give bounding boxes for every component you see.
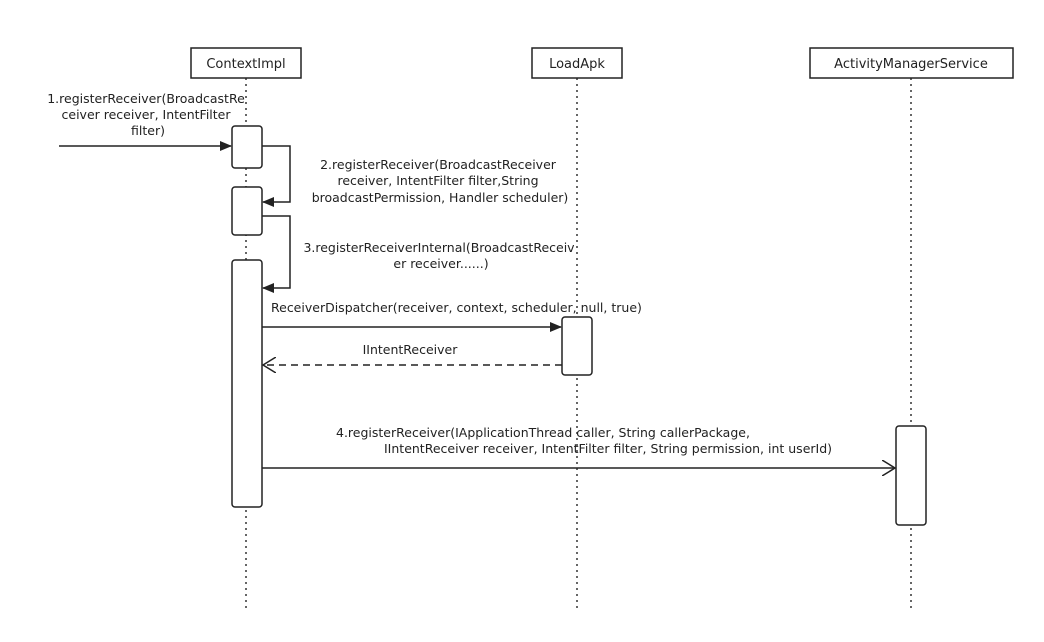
message-label-2-line-3: broadcastPermission, Handler scheduler) xyxy=(312,190,569,205)
message-label-4: ReceiverDispatcher(receiver, context, sc… xyxy=(271,300,642,315)
message-label-3-line-2: er receiver......) xyxy=(393,256,488,271)
message-label-5: IIntentReceiver xyxy=(363,342,459,357)
lifeline-ams: ActivityManagerService xyxy=(809,47,1014,79)
message-label-6-line-1: 4.registerReceiver(IApplicationThread ca… xyxy=(336,425,750,440)
message-label-6: 4.registerReceiver(IApplicationThread ca… xyxy=(336,425,832,456)
message-label-3: 3.registerReceiverInternal(BroadcastRece… xyxy=(303,240,578,271)
lifeline-label-ams: ActivityManagerService xyxy=(834,57,988,72)
message-label-1: 1.registerReceiver(BroadcastRe ceiver re… xyxy=(47,91,249,138)
activation-bar-contextimpl-2 xyxy=(231,186,263,236)
lifeline-label-loadapk: LoadApk xyxy=(549,57,605,72)
message-arrow-3 xyxy=(262,215,291,293)
message-label-1-line-3: filter) xyxy=(131,123,165,138)
message-label-1-line-1: 1.registerReceiver(BroadcastRe xyxy=(47,91,245,106)
activation-bar-ams xyxy=(895,425,927,526)
activation-bar-contextimpl-1 xyxy=(231,125,263,169)
message-label-1-line-2: ceiver receiver, IntentFilter xyxy=(62,107,232,122)
message-label-2-line-1: 2.registerReceiver(BroadcastReceiver xyxy=(320,157,557,172)
activation-bar-loadapk xyxy=(561,316,593,376)
lifeline-loadapk: LoadApk xyxy=(531,47,623,79)
lifeline-label-contextimpl: ContextImpl xyxy=(206,57,285,72)
activation-bar-contextimpl-3 xyxy=(231,259,263,508)
lifeline-contextimpl: ContextImpl xyxy=(190,47,302,79)
message-label-3-line-1: 3.registerReceiverInternal(BroadcastRece… xyxy=(303,240,575,255)
message-label-2: 2.registerReceiver(BroadcastReceiver rec… xyxy=(312,157,569,205)
message-label-2-line-2: receiver, IntentFilter filter,String xyxy=(337,173,538,188)
message-label-6-line-2: IIntentReceiver receiver, IntentFilter f… xyxy=(384,441,832,456)
message-arrow-2 xyxy=(262,145,291,207)
